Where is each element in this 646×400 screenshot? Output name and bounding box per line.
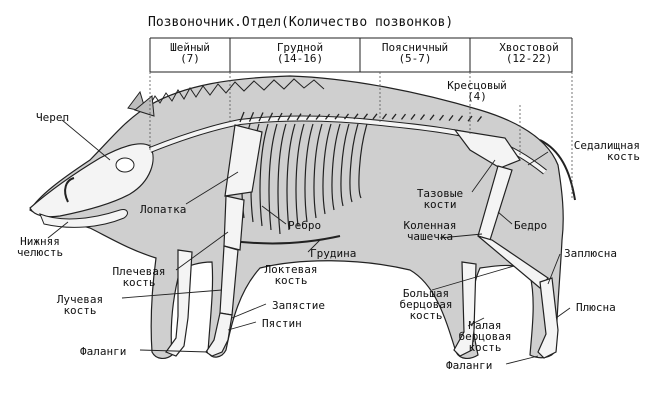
front-foot-bones: [205, 312, 233, 357]
label-scapula: Лопатка: [140, 203, 187, 216]
rib-bone: [322, 123, 332, 215]
vertebra-spine: [267, 112, 274, 122]
label-radius: Лучевая кость: [56, 293, 104, 317]
tusk: [64, 177, 75, 203]
leader-lines: [47, 119, 571, 365]
label-phalanges-front: Фаланги: [80, 345, 127, 358]
sacral-count: (4): [467, 90, 487, 103]
label-phalanges-hind: Фаланги: [446, 359, 493, 372]
lumbar-count: (5-7): [398, 52, 432, 65]
vertebra-spine: [258, 112, 264, 122]
rib-bone: [358, 123, 368, 199]
vertebra-spine: [457, 115, 464, 122]
vertebra-spine: [429, 114, 435, 121]
label-sternum: Грудина: [310, 247, 357, 260]
thoracic-count: (14-16): [276, 52, 324, 65]
tibia-bone: [477, 235, 549, 289]
sacral-name: Кресцовый: [447, 79, 507, 92]
vertebra-spine: [353, 113, 359, 120]
vertebra-spine: [419, 114, 426, 121]
label-ulna: Локтевая кость: [264, 263, 318, 287]
label-fibula: Малая берцовая кость: [458, 319, 512, 354]
label-skull: Череп: [36, 111, 70, 124]
humerus-bone: [223, 195, 245, 251]
vertebra-spine: [315, 113, 321, 120]
dorsal-spines: [239, 111, 483, 123]
rib-bone: [340, 123, 350, 207]
vertebra-spine: [362, 113, 369, 120]
sacral-label: Кресцовый (4): [432, 80, 522, 102]
vertebra-spine: [248, 111, 255, 122]
cervical-name: Шейный: [170, 41, 210, 54]
label-metatarsus: Плюсна: [576, 301, 616, 314]
label-tibia: Большая берцовая кость: [399, 287, 453, 322]
label-patella: Коленная чашечка: [403, 219, 457, 243]
hind-foot-bones: [537, 277, 559, 359]
vertebra-spine: [391, 113, 397, 120]
mandible-bone: [39, 209, 128, 228]
tail: [539, 139, 576, 201]
cervical-label: Шейный (7): [160, 42, 220, 64]
lumbar-label: Поясничный (5-7): [362, 42, 468, 64]
label-femur: Бедро: [514, 219, 548, 232]
rib-bone: [349, 123, 359, 203]
vertebra-spine: [334, 113, 340, 120]
rib-bone: [277, 123, 287, 235]
vertebra-spine: [239, 111, 245, 123]
vertebra-spine: [476, 116, 483, 123]
vertebra-spine: [410, 113, 416, 120]
rib-bone: [313, 123, 323, 219]
caudal-count: (12-22): [505, 52, 553, 65]
orbit: [115, 157, 135, 173]
vertebra-spine: [305, 113, 312, 121]
label-rib: Ребро: [288, 219, 322, 232]
label-pelvis: Тазовые кости: [416, 187, 464, 211]
vertebra-spine: [381, 113, 388, 120]
rib-bone: [268, 123, 278, 231]
vertebra-spine: [296, 113, 302, 121]
diagram-title: Позвоночник.Отдел(Количество позвонков): [148, 15, 454, 30]
ear: [133, 95, 155, 117]
label-mandible: Нижняя челюсть: [16, 235, 64, 259]
vertebra-spine: [277, 112, 283, 121]
cervical-count: (7): [180, 52, 200, 65]
spine-section-bracket: [149, 37, 573, 73]
pelvis-bone: [453, 129, 521, 169]
back-bristles: [149, 78, 325, 106]
vertebra-spine: [286, 112, 293, 121]
hind-leg-far: [453, 261, 477, 357]
label-humerus: Плечевая кость: [112, 265, 166, 289]
vertebra-spine: [448, 115, 454, 122]
caudal-label: Хвостовой (12-22): [486, 42, 572, 64]
caudal-name: Хвостовой: [499, 41, 559, 54]
rib-bone: [259, 123, 269, 227]
rib-bone: [295, 123, 305, 227]
vertebra-spine: [438, 114, 445, 121]
lumbar-name: Поясничный: [381, 41, 449, 54]
thoracic-name: Грудной: [276, 41, 324, 54]
vertebra-spine: [400, 113, 407, 120]
label-ischium: Седалищная кость: [573, 139, 640, 163]
vertebra-spine: [343, 113, 350, 120]
label-metacarpus: Пястин: [262, 317, 302, 330]
front-leg-far: [165, 249, 193, 357]
scapula-bone: [224, 124, 263, 197]
label-tarsus: Заплюсна: [564, 247, 617, 260]
rib-bone: [304, 123, 314, 223]
vertebra-spine: [372, 113, 378, 120]
thoracic-label: Грудной (14-16): [255, 42, 345, 64]
section-guides: [149, 72, 573, 200]
vertebra-spine: [467, 115, 473, 122]
rib-bone: [331, 123, 341, 211]
rib-bone: [286, 123, 296, 231]
label-carpus: Запястие: [272, 299, 325, 312]
vertebra-spine: [324, 113, 331, 120]
